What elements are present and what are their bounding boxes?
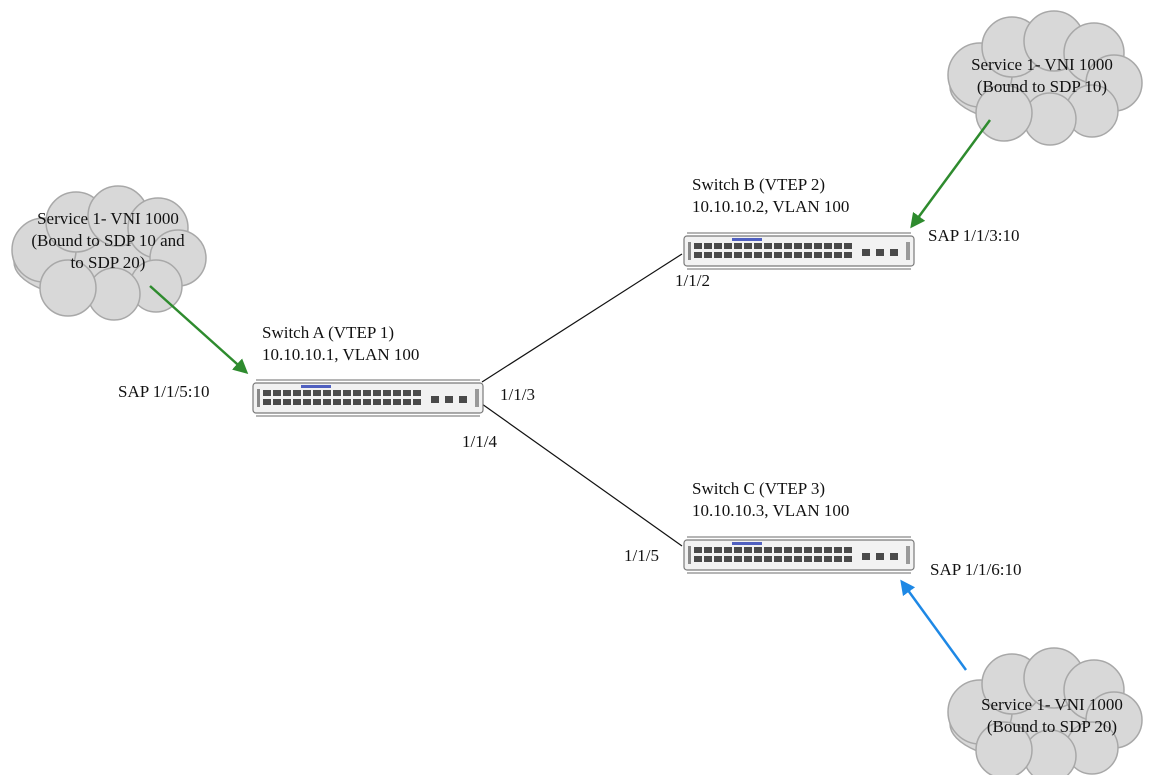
cloud-bottom-right-line1: Service 1- VNI 1000: [981, 695, 1123, 714]
port-c-from-a: 1/1/5: [624, 546, 659, 565]
link-a-to-b: [481, 253, 683, 383]
switch-b-info: 10.10.10.2, VLAN 100: [692, 197, 850, 216]
cloud-left-text: Service 1- VNI 1000 (Bound to SDP 10 and…: [18, 208, 198, 274]
switch-c-device: [683, 536, 915, 574]
switch-b-label: Switch B (VTEP 2) 10.10.10.2, VLAN 100: [692, 174, 849, 218]
arrow-left-cloud-to-switch-a: [149, 285, 249, 375]
cloud-left-line2: (Bound to SDP 10 and: [31, 231, 185, 250]
link-a-to-c: [481, 403, 683, 547]
cloud-bottom-right-line2: (Bound to SDP 20): [986, 717, 1118, 736]
switch-a-title: Switch A (VTEP 1): [262, 323, 395, 342]
cloud-top-right-line1: Service 1- VNI 1000: [971, 55, 1113, 74]
cloud-left-line3: to SDP 20): [70, 253, 146, 272]
sap-switch-a: SAP 1/1/5:10: [118, 382, 210, 401]
arrow-top-right-cloud-to-switch-b: [910, 119, 992, 229]
arrow-bottom-right-cloud-to-switch-c: [900, 579, 968, 671]
cloud-bottom-right-text: Service 1- VNI 1000 (Bound to SDP 20): [962, 694, 1142, 738]
switch-a-device: [252, 379, 484, 417]
cloud-left-line1: Service 1- VNI 1000: [37, 209, 179, 228]
switch-c-label: Switch C (VTEP 3) 10.10.10.3, VLAN 100: [692, 478, 849, 522]
port-b-from-a: 1/1/2: [675, 271, 710, 290]
port-a-to-c: 1/1/4: [462, 432, 497, 451]
cloud-top-right-text: Service 1- VNI 1000 (Bound to SDP 10): [952, 54, 1132, 98]
switch-b-device: [683, 232, 915, 270]
switch-b-title: Switch B (VTEP 2): [692, 175, 826, 194]
switch-c-title: Switch C (VTEP 3): [692, 479, 826, 498]
switch-a-label: Switch A (VTEP 1) 10.10.10.1, VLAN 100: [262, 322, 419, 366]
sap-switch-b: SAP 1/1/3:10: [928, 226, 1020, 245]
sap-switch-c: SAP 1/1/6:10: [930, 560, 1022, 579]
cloud-top-right-line2: (Bound to SDP 10): [976, 77, 1108, 96]
switch-a-info: 10.10.10.1, VLAN 100: [262, 345, 420, 364]
switch-c-info: 10.10.10.3, VLAN 100: [692, 501, 850, 520]
port-a-to-b: 1/1/3: [500, 385, 535, 404]
